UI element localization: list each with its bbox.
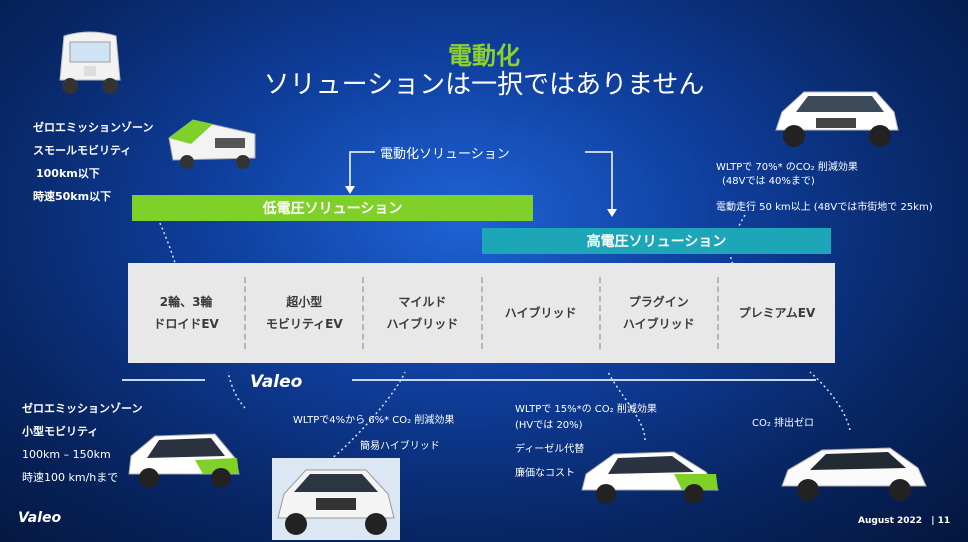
text-line: スモールモビリティ (33, 144, 132, 157)
category-label: ハイブリッド (622, 317, 695, 331)
valeo-logo: Valeo (250, 372, 303, 392)
category-label: プレミアムEV (738, 306, 816, 320)
ev-id3-icon (781, 447, 927, 501)
divider-line (352, 379, 816, 381)
category-mild-hybrid: マイルドハイブリッド (364, 277, 483, 349)
text-line: 廉価なコスト (515, 468, 575, 479)
top-left-description: ゼロエミッションゾーン スモールモビリティ 100km以下 時速50km以下 (33, 116, 153, 208)
text-line: 小型モビリティ (22, 425, 99, 438)
top-right-range: 電動走行 50 km以上 (48Vでは市街地で 25km) (716, 202, 933, 213)
category-label: プラグイン (628, 295, 689, 309)
footer-page-number: | 11 (931, 516, 951, 526)
category-droid-ev: 2輪、3輪ドロイドEV (128, 277, 247, 349)
phev-description: WLTPで 15%*の CO₂ 削減効果 (HVでは 20%) ディーゼル代替 … (515, 402, 657, 482)
top-right-description: WLTPで 70%* のCO₂ 削減効果 (48Vでは 40%まで) (716, 161, 858, 189)
text-line: 100km以下 (36, 167, 100, 180)
category-hybrid: ハイブリッド (483, 277, 601, 349)
category-label: ハイブリッド (386, 317, 459, 331)
slide-title-sub: ソリューションは一択ではありません (263, 70, 705, 100)
category-label: 超小型 (286, 295, 323, 309)
vehicle-category-strip: 2輪、3輪ドロイドEV 超小型モビリティEV マイルドハイブリッド ハイブリッド… (128, 263, 835, 363)
slide-title-main: 電動化 (448, 42, 520, 70)
droid-ev-icon (168, 119, 256, 169)
text-line: (HVでは 20%) (515, 420, 583, 431)
valeo-corner-logo: Valeo (18, 510, 62, 526)
microcar-icon (128, 433, 240, 488)
text-line: ディーゼル代替 (515, 444, 585, 455)
category-label: ハイブリッド (504, 306, 577, 320)
tuk-tuk-icon (59, 31, 121, 94)
low-voltage-band: 低電圧ソリューション (132, 195, 533, 221)
text-line: 100km – 150km (22, 448, 111, 461)
hatchback-golf-icon (581, 451, 719, 504)
text-line: WLTPで 15%*の CO₂ 削減効果 (515, 404, 657, 415)
electrification-solution-label: 電動化ソリューション (380, 147, 510, 162)
divider-line (122, 379, 205, 381)
category-premium-ev: プレミアムEV (719, 277, 835, 349)
category-micro-mobility: 超小型モビリティEV (246, 277, 365, 349)
high-voltage-band: 高電圧ソリューション (482, 228, 831, 254)
text-line: 時速50km以下 (33, 190, 112, 203)
text-line: ゼロエミッションゾーン (22, 402, 143, 415)
category-label: モビリティEV (265, 317, 343, 331)
suv-hyundai-icon (272, 458, 400, 540)
mild-hybrid-effect: WLTPで4%から 6%* CO₂ 削減効果 (293, 415, 455, 426)
premium-zero-emission: CO₂ 排出ゼロ (752, 418, 815, 429)
text-line: ゼロエミッションゾーン (33, 121, 154, 134)
mild-hybrid-label: 簡易ハイブリッド (360, 441, 440, 452)
text-line: 時速100 km/hまで (22, 471, 119, 484)
suv-volvo-icon (775, 91, 899, 147)
text-line: (48Vでは 40%まで) (722, 176, 815, 187)
category-label: 2輪、3輪 (159, 295, 213, 309)
footer-date: August 2022 | 11 (858, 516, 950, 526)
category-label: ドロイドEV (153, 317, 219, 331)
category-label: マイルド (398, 295, 447, 309)
category-plugin-hybrid: プラグインハイブリッド (601, 277, 719, 349)
footer-date-text: August 2022 (858, 516, 923, 526)
bottom-left-description: ゼロエミッションゾーン 小型モビリティ 100km – 150km 時速100 … (22, 397, 142, 489)
text-line: WLTPで 70%* のCO₂ 削減効果 (716, 162, 858, 173)
